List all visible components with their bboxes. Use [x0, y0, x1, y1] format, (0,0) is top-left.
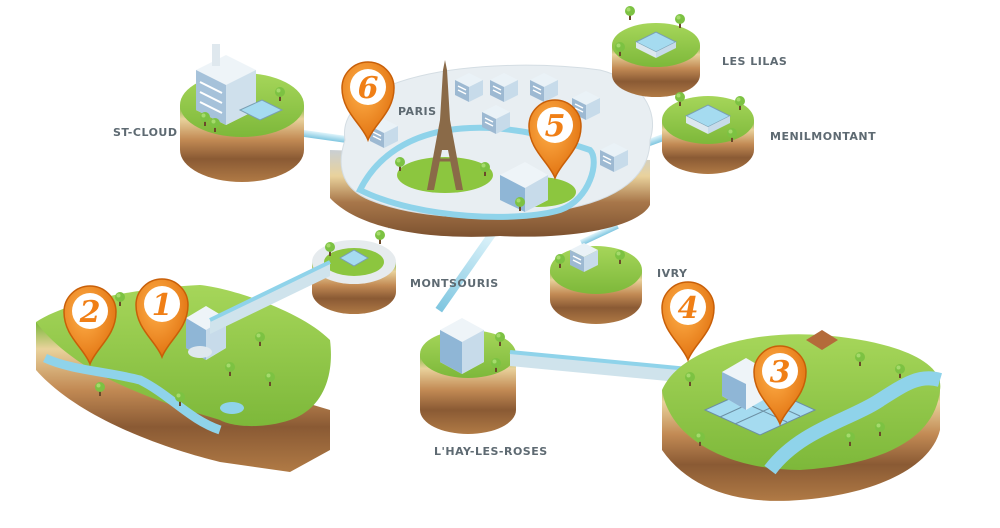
eiffel-tower-icon	[427, 60, 463, 190]
ivry-island	[550, 242, 642, 324]
montsouris-island	[312, 230, 396, 314]
marker-6-label: 6	[358, 71, 379, 106]
label-paris: PARIS	[398, 105, 437, 118]
marker-4-label: 4	[678, 291, 699, 326]
marker-3[interactable]: 3	[753, 345, 807, 425]
aqueduct	[209, 260, 331, 334]
marker-6[interactable]: 6	[341, 61, 395, 141]
lhay-les-roses-island	[420, 318, 516, 434]
building-icon	[500, 162, 548, 212]
st-cloud-island	[180, 44, 304, 182]
marker-2-label: 2	[79, 295, 101, 330]
label-ivry: IVRY	[657, 267, 688, 280]
paris-island	[330, 60, 654, 237]
label-menilmontant: MENILMONTANT	[770, 130, 877, 143]
marker-4[interactable]: 4	[661, 281, 715, 361]
les-lilas-island	[612, 6, 700, 97]
marker-1-label: 1	[152, 288, 173, 323]
label-les-lilas: LES LILAS	[722, 55, 788, 68]
marker-1[interactable]: 1	[135, 278, 189, 358]
marker-5[interactable]: 5	[528, 99, 582, 179]
label-montsouris: MONTSOURIS	[410, 277, 499, 290]
label-lhay-les-roses: L'HAY-LES-ROSES	[434, 445, 548, 458]
menilmontant-island	[662, 92, 754, 174]
marker-2[interactable]: 2	[63, 285, 117, 365]
marker-5-label: 5	[545, 109, 566, 144]
marker-3-label: 3	[770, 355, 791, 390]
label-st-cloud: ST-CLOUD	[113, 126, 178, 139]
